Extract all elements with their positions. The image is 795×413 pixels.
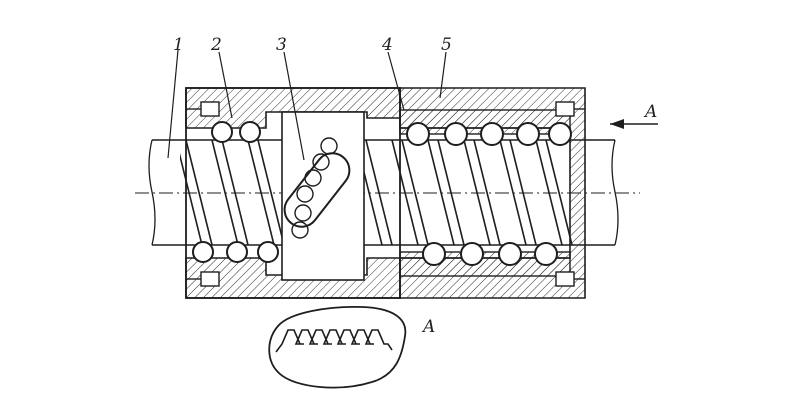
insert-ball xyxy=(294,204,312,222)
ball xyxy=(226,241,248,263)
insert-ball xyxy=(304,169,322,187)
insert-ball xyxy=(291,221,309,239)
callout-3: 3 xyxy=(276,35,287,55)
section-view-label: A xyxy=(421,317,435,337)
callout-2: 2 xyxy=(210,35,222,55)
ball xyxy=(192,241,214,263)
callout-1: 1 xyxy=(173,35,184,55)
thread-line xyxy=(257,140,285,245)
section-view-a xyxy=(268,306,407,389)
ball xyxy=(257,241,279,263)
ball xyxy=(444,122,468,146)
view-arrow-label: A xyxy=(643,102,657,122)
thread-line xyxy=(401,140,429,245)
set-screws xyxy=(186,101,585,287)
ball xyxy=(406,122,430,146)
balls xyxy=(192,121,572,266)
callout-5: 5 xyxy=(441,35,452,55)
ball xyxy=(422,242,446,266)
ball-return-insert xyxy=(281,111,365,281)
thread-line xyxy=(473,140,501,245)
ball xyxy=(211,121,233,143)
ball xyxy=(548,122,572,146)
callout-4: 4 xyxy=(381,35,393,55)
ball xyxy=(239,121,261,143)
leader-lines xyxy=(167,49,447,161)
ball xyxy=(534,242,558,266)
insert-ball xyxy=(312,153,330,171)
arrow-left-icon xyxy=(610,119,658,129)
insert-ball xyxy=(296,185,314,203)
ball xyxy=(480,122,504,146)
insert-ball xyxy=(320,137,338,155)
thread-line xyxy=(185,140,213,245)
ball xyxy=(460,242,484,266)
ball xyxy=(516,122,540,146)
ball xyxy=(498,242,522,266)
thread-line xyxy=(545,140,573,245)
